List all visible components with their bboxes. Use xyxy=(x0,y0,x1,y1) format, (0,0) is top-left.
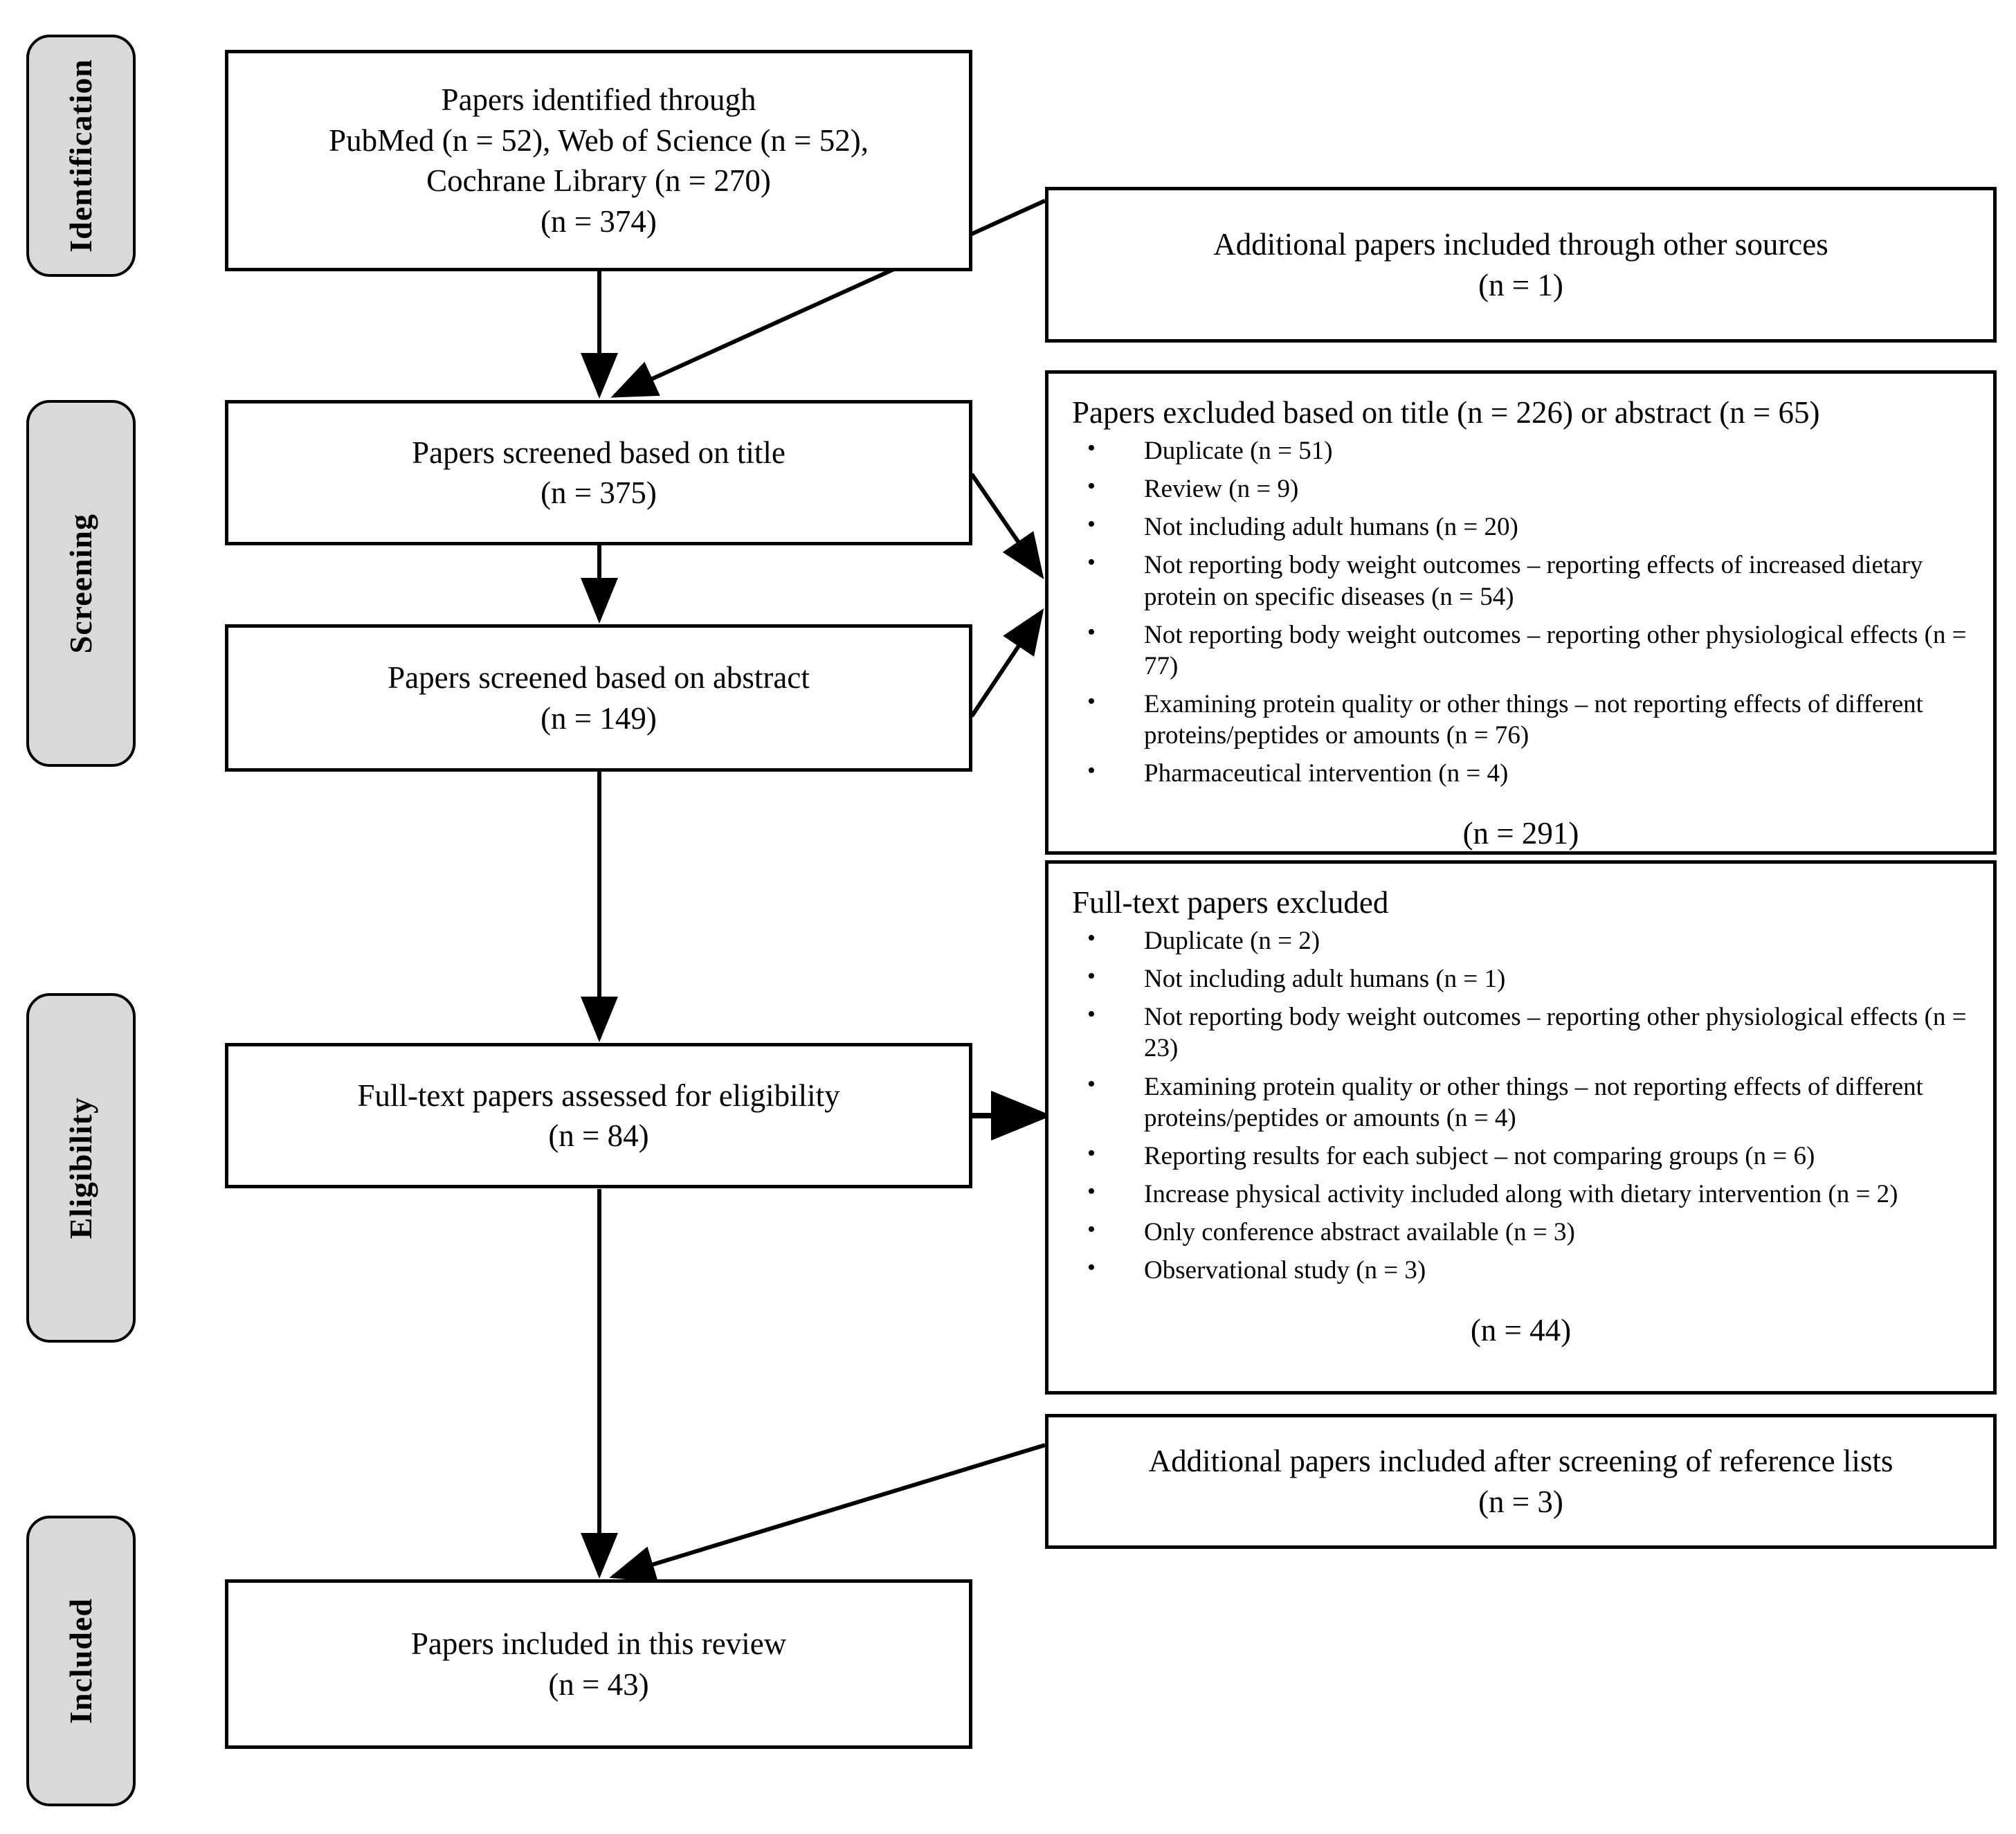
list-item: Duplicate (n = 2) xyxy=(1069,924,1972,956)
box-included-review: Papers included in this review (n = 43) xyxy=(225,1579,972,1749)
stage-label-identification: Identification xyxy=(63,59,98,253)
box-excluded-fulltext-total: (n = 44) xyxy=(1470,1313,1572,1348)
box-additional-reference-lists-line-2: (n = 3) xyxy=(1478,1484,1563,1519)
arrow-reference-lists-to-included xyxy=(609,1443,1046,1583)
stage-capsule-screening: Screening xyxy=(26,400,136,767)
list-item: Observational study (n = 3) xyxy=(1069,1253,1972,1286)
box-papers-identified-line-2: PubMed (n = 52), Web of Science (n = 52)… xyxy=(329,122,869,158)
box-papers-identified-line-4: (n = 374) xyxy=(541,203,657,239)
box-fulltext-assessed-line-2: (n = 84) xyxy=(548,1118,649,1153)
box-screened-title: Papers screened based on title (n = 375) xyxy=(225,400,972,545)
stage-capsule-identification: Identification xyxy=(26,35,136,277)
stage-capsule-included: Included xyxy=(26,1516,136,1806)
box-screened-abstract: Papers screened based on abstract (n = 1… xyxy=(225,624,972,772)
box-screened-abstract-line-1: Papers screened based on abstract xyxy=(388,660,810,695)
list-item: Only conference abstract available (n = … xyxy=(1069,1215,1972,1248)
arrow-screened-title-to-excluded xyxy=(970,473,1044,579)
list-item: Review (n = 9) xyxy=(1069,472,1972,505)
list-item: Not including adult humans (n = 20) xyxy=(1069,510,1972,543)
stage-label-eligibility: Eligibility xyxy=(63,1096,98,1240)
box-fulltext-assessed-line-1: Full-text papers assessed for eligibilit… xyxy=(357,1078,840,1113)
box-excluded-title-abstract-total: (n = 291) xyxy=(1462,816,1579,851)
box-excluded-title-abstract-heading: Papers excluded based on title (n = 226)… xyxy=(1072,395,1820,430)
box-excluded-fulltext: Full-text papers excluded Duplicate (n =… xyxy=(1045,860,1997,1395)
box-papers-identified: Papers identified through PubMed (n = 52… xyxy=(225,50,972,271)
list-item: Examining protein quality or other thing… xyxy=(1069,687,1972,751)
box-included-review-line-1: Papers included in this review xyxy=(410,1626,787,1661)
box-papers-identified-line-1: Papers identified through xyxy=(441,82,756,117)
box-additional-other-sources-line-2: (n = 1) xyxy=(1478,267,1563,302)
list-item: Not reporting body weight outcomes – rep… xyxy=(1069,548,1972,612)
box-screened-abstract-line-2: (n = 149) xyxy=(541,700,657,736)
box-included-review-line-2: (n = 43) xyxy=(548,1667,649,1702)
stage-label-screening: Screening xyxy=(63,513,98,654)
list-item: Not including adult humans (n = 1) xyxy=(1069,962,1972,995)
box-excluded-fulltext-heading: Full-text papers excluded xyxy=(1072,885,1389,920)
box-excluded-title-abstract: Papers excluded based on title (n = 226)… xyxy=(1045,370,1997,855)
box-excluded-fulltext-list: Duplicate (n = 2) Not including adult hu… xyxy=(1069,924,1972,1286)
box-papers-identified-line-3: Cochrane Library (n = 270) xyxy=(426,163,771,198)
list-item: Increase physical activity included alon… xyxy=(1069,1177,1972,1210)
box-screened-title-line-1: Papers screened based on title xyxy=(412,435,785,470)
box-additional-other-sources: Additional papers included through other… xyxy=(1045,187,1997,343)
list-item: Examining protein quality or other thing… xyxy=(1069,1070,1972,1134)
arrow-screened-abstract-to-excluded xyxy=(970,608,1044,718)
box-fulltext-assessed: Full-text papers assessed for eligibilit… xyxy=(225,1043,972,1188)
list-item: Not reporting body weight outcomes – rep… xyxy=(1069,1000,1972,1064)
stage-label-included: Included xyxy=(63,1598,98,1724)
box-additional-reference-lists: Additional papers included after screeni… xyxy=(1045,1414,1997,1549)
list-item: Not reporting body weight outcomes – rep… xyxy=(1069,618,1972,682)
list-item: Reporting results for each subject – not… xyxy=(1069,1139,1972,1172)
list-item: Pharmaceutical intervention (n = 4) xyxy=(1069,756,1972,789)
box-additional-other-sources-line-1: Additional papers included through other… xyxy=(1213,227,1828,262)
stage-capsule-eligibility: Eligibility xyxy=(26,993,136,1343)
box-additional-reference-lists-line-1: Additional papers included after screeni… xyxy=(1148,1444,1894,1478)
arrow-other-sources-to-screened-title xyxy=(610,199,1046,398)
box-excluded-title-abstract-list: Duplicate (n = 51) Review (n = 9) Not in… xyxy=(1069,434,1972,789)
box-screened-title-line-2: (n = 375) xyxy=(541,475,657,510)
list-item: Duplicate (n = 51) xyxy=(1069,434,1972,466)
